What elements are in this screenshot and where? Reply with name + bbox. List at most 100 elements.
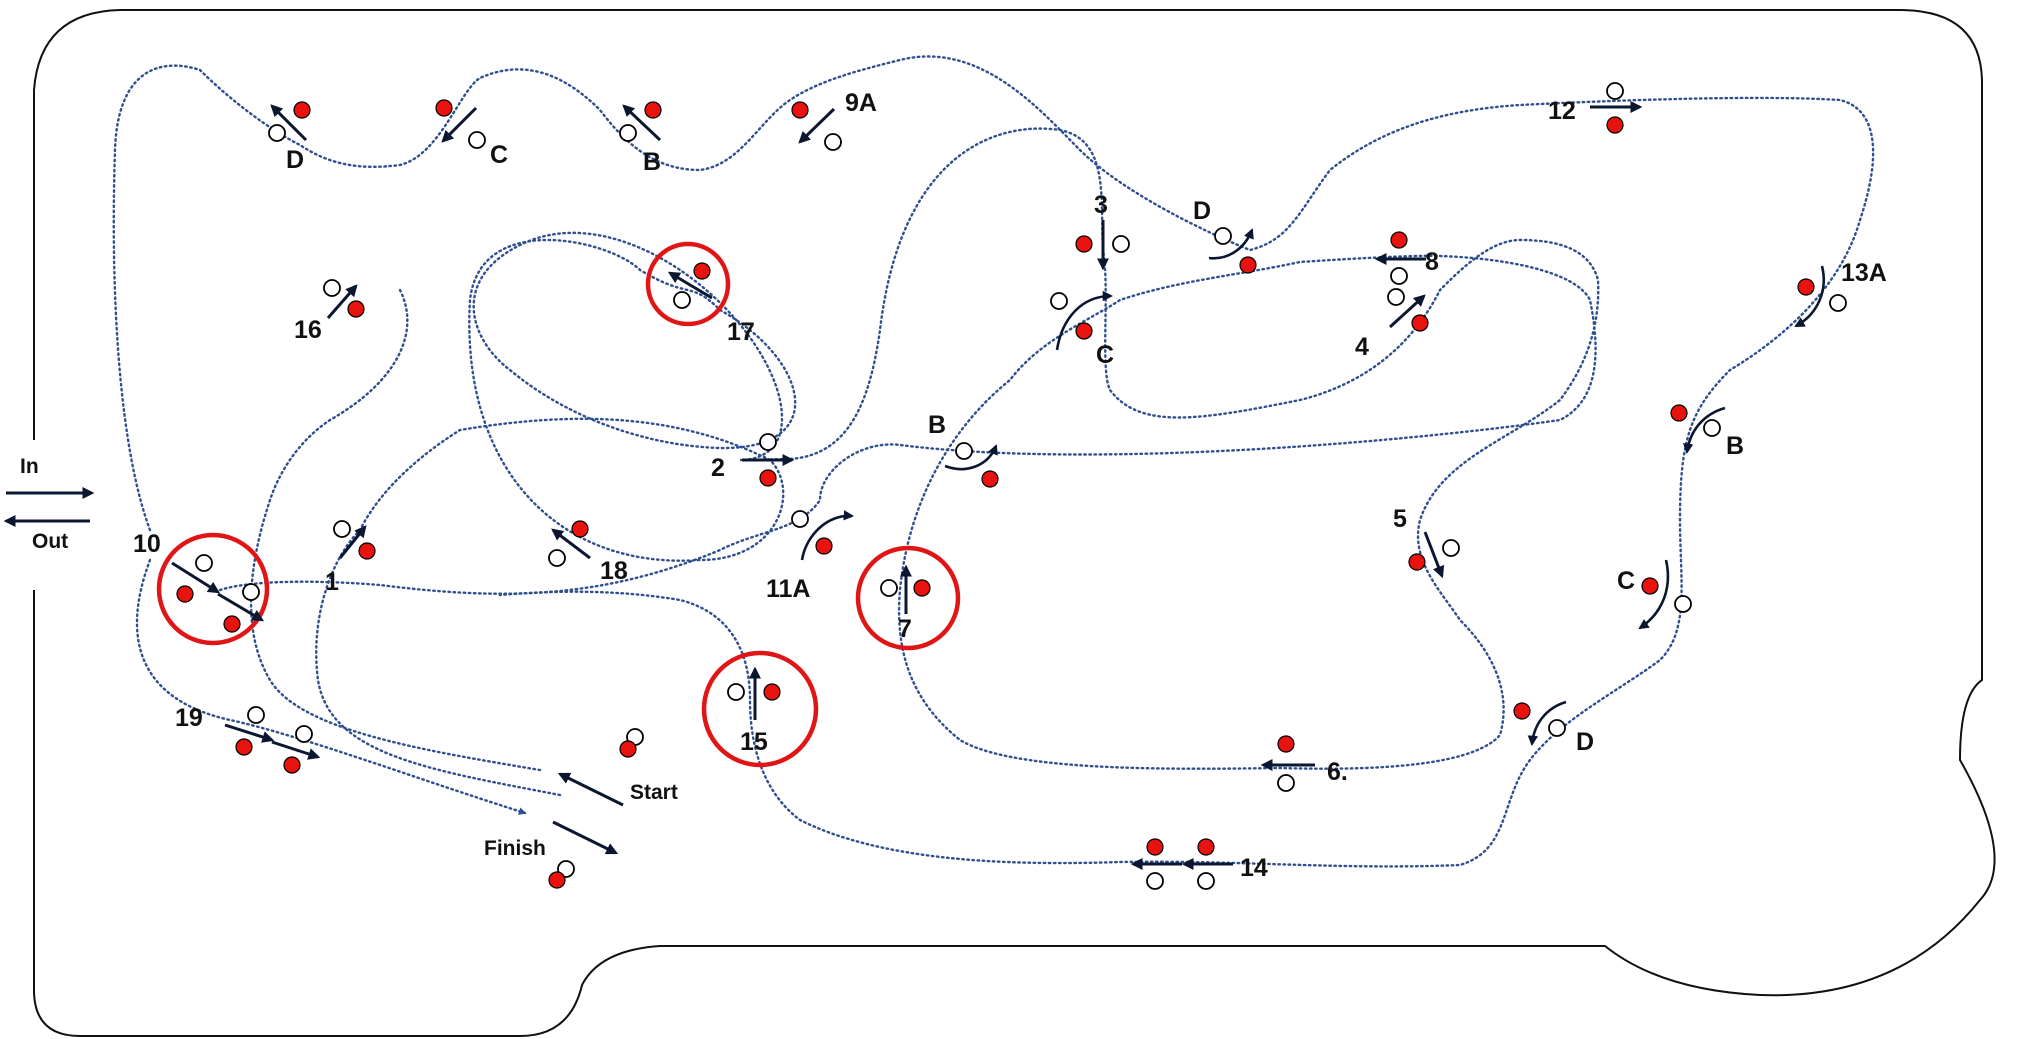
station-label: D bbox=[1576, 728, 1594, 756]
white-cone-icon bbox=[1112, 235, 1130, 253]
course-route bbox=[112, 55, 1875, 868]
station-label: 11A bbox=[766, 575, 810, 603]
direction-arrow-icon bbox=[551, 528, 591, 560]
station-14: 14 bbox=[1130, 838, 1268, 890]
station-label: D bbox=[286, 146, 304, 174]
start-arrow-icon bbox=[557, 772, 624, 807]
red-cone-icon bbox=[1197, 838, 1215, 856]
red-cone-icon bbox=[571, 520, 589, 538]
red-cone-icon bbox=[763, 683, 781, 701]
red-cone-icon bbox=[1641, 577, 1659, 595]
station-label: 15 bbox=[740, 728, 768, 756]
station-6: 6. bbox=[1260, 735, 1348, 792]
stations: 1 2 3 4 5 bbox=[133, 82, 1887, 890]
direction-arrow-icon bbox=[326, 284, 358, 319]
highlight-ring-10 bbox=[156, 532, 270, 646]
station-label: B bbox=[1726, 432, 1744, 460]
red-cone-icon bbox=[981, 470, 999, 488]
red-cone-icon bbox=[1239, 256, 1257, 274]
red-cone-icon bbox=[1513, 702, 1531, 720]
finish-cone-white bbox=[557, 860, 575, 878]
start-cone-red bbox=[619, 740, 637, 758]
direction-arrow-icon bbox=[944, 444, 998, 471]
white-cone-icon bbox=[1387, 288, 1405, 306]
route-line-start bbox=[249, 288, 542, 772]
direction-arrow-icon bbox=[667, 271, 713, 300]
white-cone-icon bbox=[791, 510, 809, 528]
station-13b: B bbox=[1670, 404, 1744, 460]
station-11b: B bbox=[928, 411, 999, 488]
white-cone-icon bbox=[242, 583, 260, 601]
direction-arrow-icon bbox=[338, 525, 367, 559]
red-cone-icon bbox=[759, 469, 777, 487]
highlight-ring-7 bbox=[855, 545, 961, 651]
direction-arrow-icon bbox=[1638, 559, 1670, 630]
start-label: Start bbox=[630, 781, 678, 804]
white-cone-icon bbox=[727, 683, 745, 701]
station-label: 10 bbox=[133, 530, 161, 558]
finish-arrow-icon bbox=[552, 820, 619, 855]
route-line-outer bbox=[112, 55, 1875, 868]
station-2: 2 bbox=[711, 433, 795, 487]
red-cone-icon bbox=[1277, 735, 1295, 753]
direction-arrow-icon bbox=[217, 592, 265, 622]
station-label: 5 bbox=[1393, 505, 1407, 533]
white-cone-icon bbox=[1050, 292, 1068, 310]
station-9b: B bbox=[619, 101, 662, 176]
direction-arrow-icon bbox=[224, 723, 275, 743]
red-cone-icon bbox=[1075, 322, 1093, 340]
white-cone-icon bbox=[548, 549, 566, 567]
red-cone-icon bbox=[283, 756, 301, 774]
direction-arrow-icon bbox=[1208, 228, 1254, 260]
station-label: 4 bbox=[1355, 333, 1369, 361]
station-5: 5 bbox=[1393, 505, 1460, 579]
red-cone-icon bbox=[1390, 231, 1408, 249]
red-cone-icon bbox=[435, 99, 453, 117]
white-cone-icon bbox=[1146, 872, 1164, 890]
direction-arrow-icon bbox=[1527, 700, 1567, 747]
station-4: 4 bbox=[1355, 288, 1429, 361]
station-label: C bbox=[490, 141, 508, 169]
red-cone-icon bbox=[1797, 278, 1815, 296]
finish-label: Finish bbox=[484, 837, 546, 860]
white-cone-icon bbox=[1703, 419, 1721, 437]
station-label: B bbox=[928, 411, 946, 439]
station-label: 3 bbox=[1094, 191, 1108, 219]
direction-arrow-icon bbox=[800, 510, 855, 561]
station-9d: D bbox=[268, 101, 311, 174]
direction-arrow-icon bbox=[1423, 531, 1445, 579]
station-label: 6. bbox=[1327, 758, 1348, 786]
direction-arrow-icon bbox=[622, 104, 662, 142]
red-cone-icon bbox=[223, 615, 241, 633]
direction-arrow-icon bbox=[1682, 406, 1726, 455]
red-cone-icon bbox=[1075, 235, 1093, 253]
red-cone-icon bbox=[235, 738, 253, 756]
station-label: 8 bbox=[1425, 248, 1439, 276]
station-label: 14 bbox=[1240, 854, 1268, 882]
station-12: 12 bbox=[1548, 82, 1643, 134]
station-16: 16 bbox=[294, 279, 365, 344]
station-label: 18 bbox=[600, 557, 628, 585]
station-3: 3 bbox=[1075, 191, 1130, 271]
station-1: 1 bbox=[325, 520, 376, 596]
route-line-finish bbox=[135, 558, 527, 815]
white-cone-icon bbox=[1674, 595, 1692, 613]
direction-arrow-icon bbox=[171, 561, 221, 594]
white-cone-icon bbox=[1606, 82, 1624, 100]
red-cone-icon bbox=[176, 585, 194, 603]
white-cone-icon bbox=[673, 291, 691, 309]
white-cone-icon bbox=[1197, 872, 1215, 890]
direction-arrow-icon bbox=[1055, 290, 1114, 351]
out-label: Out bbox=[32, 530, 68, 553]
station-label: 2 bbox=[711, 454, 725, 482]
station-17: 17 bbox=[667, 262, 755, 346]
station-9c: C bbox=[435, 99, 508, 169]
station-19: 19 bbox=[175, 704, 321, 774]
white-cone-icon bbox=[195, 554, 213, 572]
direction-arrow-icon bbox=[1388, 294, 1426, 329]
arena-boundary-left bbox=[33, 9, 121, 440]
station-label: 17 bbox=[727, 318, 755, 346]
station-label: 7 bbox=[898, 615, 912, 643]
start-finish: Start Finish bbox=[484, 728, 678, 889]
red-cone-icon bbox=[693, 262, 711, 280]
